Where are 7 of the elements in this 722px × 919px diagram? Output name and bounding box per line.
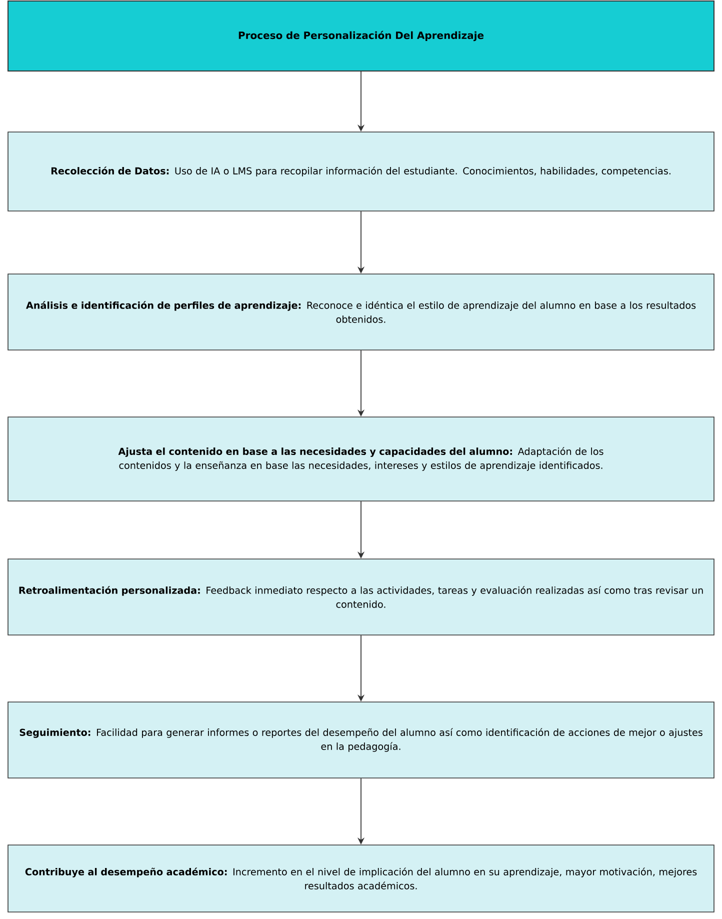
process-box: Ajusta el contenido en base a las necesidades y capacidades del alumno: Adaptación de los contenidos y la enseñanza en base las necesidades, intereses y estilos de aprendizaje identificados. [8, 416, 714, 502]
title-box: Proceso de Personalización Del Aprendizaje [8, 0, 714, 72]
process-box: Análisis e identificación de perfiles de aprendizaje: Reconoce e idéntica el estilo de aprendizaje del alumno en base a los resultados obtenidos. [8, 274, 714, 350]
process-box: Contribuye al desempeño académico: Incremento en el nivel de implicación del alumno en su aprendizaje, mayor motivación, mejores resultados académicos. [8, 844, 714, 912]
process-box: Recolección de Datos: Uso de IA o LMS para recopilar información del estudiante. Conocimientos, habilidades, competencias. [8, 132, 714, 212]
process-box: Retroalimentación personalizada: Feedback inmediato respecto a las actividades, tareas y evaluación realizadas así como tras revisar un contenido. [8, 558, 714, 636]
process-box: Seguimiento: Facilidad para generar informes o reportes del desempeño del alumno así como identificación de acciones de mejor o ajustes en la pedagogía. [8, 702, 714, 778]
